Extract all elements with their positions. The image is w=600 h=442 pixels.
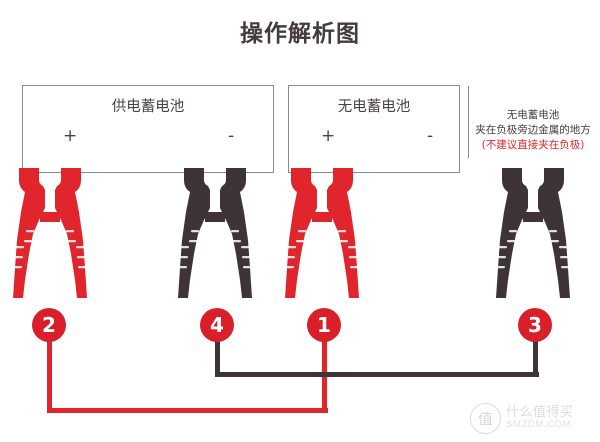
step-badge-3-number: 3 <box>528 313 542 337</box>
watermark-brand-cn: 什么值得买 <box>506 404 574 420</box>
dead-negative-terminal-label: - <box>427 126 434 146</box>
annotation-warning: (不建议直接夹在负极) <box>481 139 585 152</box>
wire-red-vertical-right <box>322 325 327 413</box>
annotation-divider <box>468 86 470 158</box>
wire-red-vertical-left <box>46 325 52 413</box>
step-badge-4[interactable]: 4 <box>200 308 234 342</box>
page-title: 操作解析图 <box>240 21 360 47</box>
supply-battery-label: 供电蓄电池 <box>111 99 185 115</box>
dead-battery-label: 无电蓄电池 <box>337 99 411 115</box>
watermark-logo-icon: 值 <box>470 403 501 434</box>
alligator-clamp-icon-dark-ground <box>496 168 570 298</box>
step-badge-3[interactable]: 3 <box>518 308 552 342</box>
wire-black-vertical-left <box>214 325 220 377</box>
annotation-text: 无电蓄电池 夹在负极旁边金属的地方 (不建议直接夹在负极) <box>466 108 600 154</box>
step-badge-1-number: 1 <box>317 313 331 337</box>
wire-red-horizontal <box>46 408 328 413</box>
step-badge-2-number: 2 <box>42 313 56 337</box>
alligator-clamp-icon-dark-negative-supply <box>178 168 252 298</box>
supply-battery-box: 供电蓄电池 + - <box>22 85 274 173</box>
alligator-clamp-icon-red-positive-dead <box>285 168 359 298</box>
step-badge-4-number: 4 <box>210 313 224 337</box>
annotation-line-1: 无电蓄电池 <box>506 109 560 121</box>
wire-black-horizontal <box>214 372 539 377</box>
supply-positive-terminal-label: + <box>63 126 78 146</box>
watermark: 值 什么值得买 SMZDM.COM <box>470 403 574 434</box>
supply-negative-terminal-label: - <box>228 126 235 146</box>
dead-battery-box: 无电蓄电池 + - <box>288 85 460 173</box>
dead-positive-terminal-label: + <box>321 126 336 146</box>
step-badge-1[interactable]: 1 <box>307 308 341 342</box>
alligator-clamp-icon-red-positive-supply <box>13 168 87 298</box>
watermark-text: 什么值得买 SMZDM.COM <box>506 404 574 431</box>
wire-black-vertical-right <box>533 325 538 377</box>
watermark-brand-en: SMZDM.COM <box>506 419 572 431</box>
annotation-line-2: 夹在负极旁边金属的地方 <box>475 124 591 137</box>
step-badge-2[interactable]: 2 <box>32 308 66 342</box>
